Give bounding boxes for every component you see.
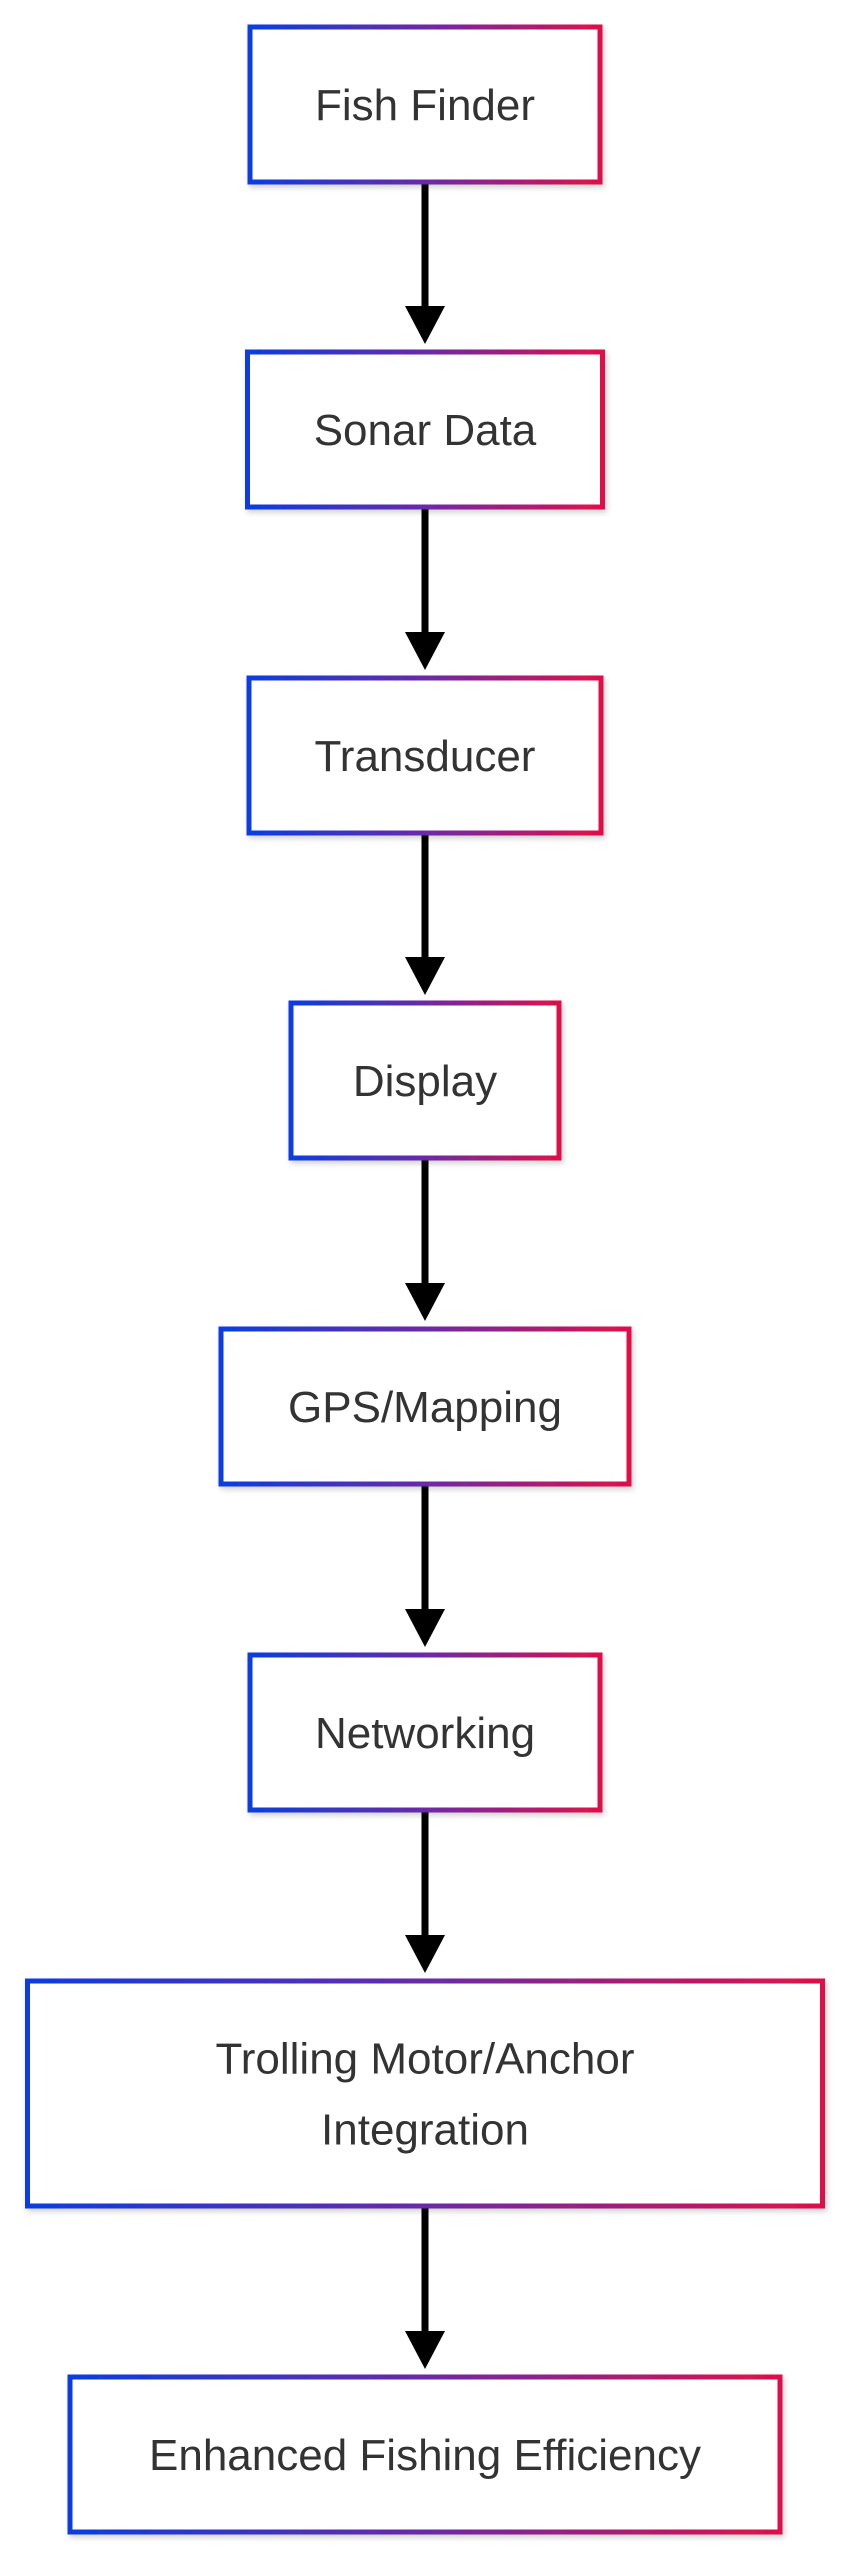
node-box xyxy=(245,349,605,510)
node-label: Trolling Motor/Anchor xyxy=(216,2034,635,2083)
node-display: Display xyxy=(288,1000,562,1161)
node-label: Sonar Data xyxy=(314,406,537,455)
node-label: GPS/Mapping xyxy=(288,1383,562,1432)
edge-networking-to-trolling-motor-anchor-integration xyxy=(405,1812,445,1973)
node-box xyxy=(247,24,603,185)
node-label: Enhanced Fishing Efficiency xyxy=(149,2431,701,2480)
node-enhanced-fishing-efficiency: Enhanced Fishing Efficiency xyxy=(67,2374,783,2535)
edge-display-to-gps-mapping xyxy=(405,1160,445,1321)
node-label: Display xyxy=(353,1057,497,1106)
edges-layer xyxy=(405,184,445,2369)
node-box xyxy=(25,1978,825,2209)
edge-fish-finder-to-sonar-data xyxy=(405,184,445,344)
arrow-head-icon xyxy=(405,957,445,995)
edge-gps-mapping-to-networking xyxy=(405,1486,445,1647)
node-transducer: Transducer xyxy=(246,675,604,836)
node-gps-mapping: GPS/Mapping xyxy=(218,1326,632,1487)
node-label: Networking xyxy=(315,1709,535,1758)
edge-transducer-to-display xyxy=(405,835,445,995)
arrow-head-icon xyxy=(405,306,445,344)
arrow-head-icon xyxy=(405,1283,445,1321)
node-fish-finder: Fish Finder xyxy=(247,24,603,185)
node-label: Transducer xyxy=(315,732,536,781)
edge-sonar-data-to-transducer xyxy=(405,509,445,670)
arrow-head-icon xyxy=(405,632,445,670)
arrow-head-icon xyxy=(405,1935,445,1973)
node-box xyxy=(247,1652,603,1813)
node-label: Fish Finder xyxy=(315,81,535,130)
edge-trolling-motor-anchor-integration-to-enhanced-fishing-efficiency xyxy=(405,2208,445,2369)
node-label: Integration xyxy=(321,2105,529,2154)
node-box xyxy=(218,1326,632,1487)
node-box xyxy=(246,675,604,836)
arrow-head-icon xyxy=(405,1609,445,1647)
node-sonar-data: Sonar Data xyxy=(245,349,605,510)
node-box xyxy=(288,1000,562,1161)
node-box xyxy=(67,2374,783,2535)
node-networking: Networking xyxy=(247,1652,603,1813)
arrow-head-icon xyxy=(405,2331,445,2369)
